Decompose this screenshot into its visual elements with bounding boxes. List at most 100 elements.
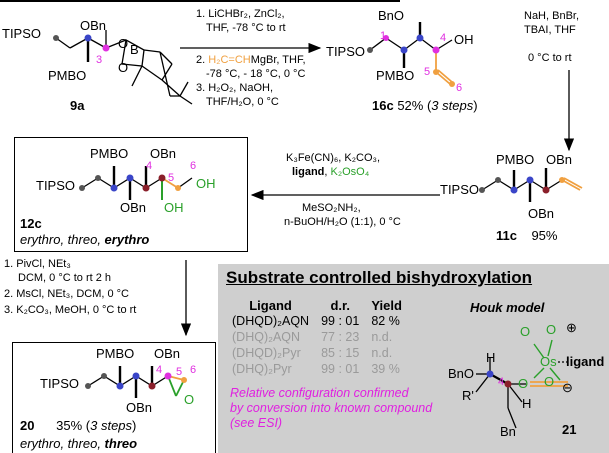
o-9a-1: O (118, 36, 129, 51)
header-ligand: Ligand (249, 298, 292, 313)
table-row: (DHQD)₂Pyr 85 : 15 n.d. (232, 346, 393, 360)
houk-minus: ⊖ (562, 380, 573, 395)
atom-number-5: 5 (424, 66, 431, 78)
step2-line2: TBAI, THF (524, 24, 576, 36)
obn-9a: OBn (80, 18, 107, 33)
conf-12c: erythro, threo, erythro (20, 232, 150, 247)
label-12c: 12c (20, 216, 42, 231)
atom-number-1: 1 (380, 30, 387, 42)
obn-11c-top: OBn (546, 152, 573, 167)
step1-line6: THF/H₂O, 0 °C (206, 96, 279, 108)
houk-model-title: Houk model (470, 300, 545, 315)
table-row: (DHQ)₂Pyr 99 : 01 39 % (232, 362, 400, 376)
step4-line1: 1. PivCl, NEt₃ (4, 258, 71, 270)
table-row: (DHQ)₂AQN 77 : 23 n.d. (232, 330, 393, 344)
oh-12c-terminal: OH (196, 176, 216, 191)
houk-bno: BnO (448, 366, 475, 381)
houk-ligand: ligand (566, 354, 605, 369)
pmbo-20: PMBO (96, 346, 135, 361)
label-9a: 9a (70, 98, 85, 113)
tipso-20: TIPSO (40, 376, 80, 391)
ligand-table: Ligand d.r. Yield (DHQD)₂AQN 99 : 01 82 … (226, 298, 408, 377)
compound-20-structure (85, 366, 187, 398)
panel-title: Substrate controlled bishydroxylation (226, 268, 533, 287)
step3-line2: ligand, K₂OsO₄ (292, 166, 370, 178)
vinyl-reagent: H₂C=CH (208, 54, 251, 66)
o-9a-2: O (118, 60, 129, 75)
header-dr: d.r. (330, 298, 350, 313)
houk-atom-4: 4 (498, 376, 505, 388)
step1-line5: 3. H₂O₂, NaOH, (196, 82, 273, 94)
pmbo-11c: PMBO (496, 152, 535, 167)
step3-line3: MeSO₂NH₂, (302, 202, 361, 214)
houk-o-3: O (518, 376, 529, 391)
tipso-9a: TIPSO (2, 26, 42, 41)
top-rule (0, 0, 400, 2)
compound-12c-structure (79, 166, 193, 200)
houk-os: Os (540, 354, 557, 369)
step4-line4: 3. K₂CO₃, MeOH, 0 °C to rt (4, 304, 137, 316)
step2-line3: 0 °C to rt (528, 52, 572, 64)
obn-20-top: OBn (154, 346, 181, 361)
obn-20-bottom: OBn (126, 400, 153, 415)
substrate-control-panel (218, 264, 609, 453)
label-11c-line: 11c 95% (496, 228, 558, 243)
label-21: 21 (562, 422, 577, 437)
b-9a: B (130, 42, 139, 57)
compound-9a-structure (53, 30, 193, 105)
step3-line1: K₃Fe(CN)₆, K₂CO₃, (286, 152, 381, 164)
oh-12c-bottom: OH (164, 200, 184, 215)
houk-model-structure (475, 339, 568, 429)
box-20 (12, 342, 216, 453)
houk-bn: Bn (500, 424, 516, 439)
conf-20: erythro, threo, threo (20, 436, 138, 451)
pmbo-12c: PMBO (90, 146, 129, 161)
table-row: (DHQD)₂AQN 99 : 01 82 % (232, 314, 400, 328)
step1-line3: 2. H₂C=CHMgBr, THF, (196, 54, 306, 66)
houk-o-1: O (520, 324, 531, 339)
step2-line1: NaH, BnBr, (524, 10, 580, 22)
houk-h-1: H (486, 350, 496, 365)
pmbo-9a: PMBO (48, 68, 87, 83)
ligand-table-header: Ligand d.r. Yield (226, 298, 408, 313)
tipso-11c: TIPSO (440, 182, 480, 197)
step1-line2: THF, -78 °C to rt (206, 22, 286, 34)
config-note: Relative configuration confirmed by conv… (230, 386, 433, 430)
tipso-16c: TIPSO (326, 44, 366, 59)
compound-11c-structure (479, 168, 583, 202)
houk-o-4: O (544, 374, 555, 389)
step4-line2: DCM, 0 °C to rt 2 h (18, 272, 112, 284)
obn-12c-bottom: OBn (120, 200, 147, 215)
atom-number-4-20: 4 (156, 364, 163, 376)
houk-plus: ⊕ (566, 320, 577, 335)
atom-number-5-20: 5 (176, 366, 183, 378)
ligand-table-wrap: Ligand d.r. Yield (DHQD)₂AQN 99 : 01 82 … (226, 298, 408, 377)
houk-o-2: O (546, 322, 557, 337)
step4-line3: 2. MsCl, NEt₃, DCM, 0 °C (4, 288, 130, 300)
label-20-line: 20 35% (3 steps) (20, 418, 137, 433)
step1-line1: 1. LiCHBr₂, ZnCl₂, (196, 8, 285, 20)
step1-line4: -78 °C, - 18 °C, 0 °C (206, 68, 306, 80)
bno-16c: BnO (378, 8, 405, 23)
tipso-12c: TIPSO (36, 178, 76, 193)
obn-12c-top: OBn (150, 146, 177, 161)
houk-h-2: H (522, 396, 532, 411)
atom-number-3: 3 (96, 54, 103, 66)
box-12c (14, 137, 248, 252)
header-yield: Yield (371, 298, 402, 313)
step3-line4: n-BuOH/H₂O (1:1), 0 °C (284, 216, 401, 228)
epoxide-o: O (184, 392, 195, 407)
atom-number-6-20: 6 (190, 364, 197, 376)
atom-number-6-12c: 6 (190, 160, 197, 172)
pmbo-16c: PMBO (376, 68, 415, 83)
compound-16c-structure (367, 22, 455, 87)
atom-number-5-12c: 5 (168, 172, 175, 184)
houk-r-prime: R' (462, 388, 474, 403)
atom-number-4: 4 (440, 32, 447, 44)
atom-number-6: 6 (456, 82, 463, 94)
obn-11c-bottom: OBn (528, 206, 555, 221)
atom-number-4-12c: 4 (146, 160, 153, 172)
label-16c-line: 16c 52% (3 steps) (372, 98, 478, 113)
oh-16c: OH (454, 32, 474, 47)
